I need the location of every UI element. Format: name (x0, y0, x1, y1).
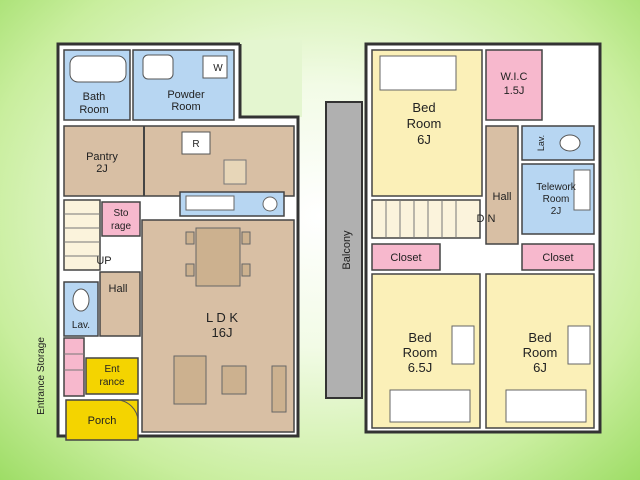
balcony (325, 101, 363, 399)
ldk-label-1: L D K (206, 310, 238, 325)
tv-board (271, 365, 287, 413)
hall-label: Hall (109, 283, 128, 295)
entrance-storage-label: Entrance Storage (36, 337, 47, 415)
bedroom-right-label-2: Room (523, 345, 558, 360)
stairs-label: UP (96, 255, 111, 267)
telework-label-1: Telework (536, 182, 576, 193)
wic-label-1: W.I.C (501, 71, 528, 83)
wic-label-2: 1.5J (504, 85, 525, 97)
bedroom-right-label-3: 6J (533, 360, 547, 375)
lavatory-2f (521, 125, 595, 161)
fridge-mark: R (192, 139, 199, 150)
hall-2f (485, 125, 519, 245)
telework-label-2: Room (543, 194, 570, 205)
storage-label-1: Sto (113, 208, 128, 219)
sofa (173, 355, 207, 405)
powder-room-label-2: Room (171, 101, 200, 113)
second-floor-plan: Balcony Bed Room 6J W.I.C 1.5J Hall Lav.… (325, 42, 602, 434)
balcony-label: Balcony (341, 230, 353, 270)
closet-right-label: Closet (542, 252, 573, 264)
ldk-label-2: 16J (212, 325, 233, 340)
entrance (85, 357, 139, 395)
coffee-table (221, 365, 247, 395)
bedroom-left-label-1: Bed (408, 330, 431, 345)
bedroom-left-label-2: Room (403, 345, 438, 360)
telework-label-3: 2J (551, 206, 562, 217)
bedroom-top-label-2: Room (407, 116, 442, 131)
washer-mark: W (213, 63, 223, 74)
pantry-label-2: 2J (96, 163, 108, 175)
lavatory-2f-label: Lav. (536, 135, 546, 151)
bath-room-label-2: Room (79, 104, 108, 116)
bedroom-right-label-1: Bed (528, 330, 551, 345)
closet-right (521, 243, 595, 271)
storage-label-2: rage (111, 221, 131, 232)
wic (485, 49, 543, 121)
stairs-down (371, 199, 481, 239)
stairs-up (63, 199, 101, 271)
porch-label: Porch (88, 415, 117, 427)
entrance-label-2: rance (99, 377, 124, 388)
hall (99, 271, 141, 337)
powder-room-label-1: Powder (167, 89, 205, 101)
closet-left (371, 243, 441, 271)
pantry-label-1: Pantry (86, 151, 118, 163)
porch (65, 399, 139, 441)
bedroom-top-label-3: 6J (417, 132, 431, 147)
stairs-down-label: D N (477, 213, 496, 225)
closet-left-label: Closet (390, 252, 421, 264)
entrance-storage (63, 337, 85, 397)
lavatory-label: Lav. (72, 320, 90, 331)
bedroom-left-label-3: 6.5J (408, 360, 433, 375)
bath-room-label-1: Bath (83, 91, 106, 103)
bedroom-top-label-1: Bed (412, 100, 435, 115)
hall-2f-label: Hall (493, 191, 512, 203)
first-floor-plan: Bath Room W Powder Room Pantry 2J R L D … (36, 40, 302, 441)
entrance-label-1: Ent (104, 364, 119, 375)
pantry (63, 125, 295, 197)
storage (101, 201, 141, 237)
